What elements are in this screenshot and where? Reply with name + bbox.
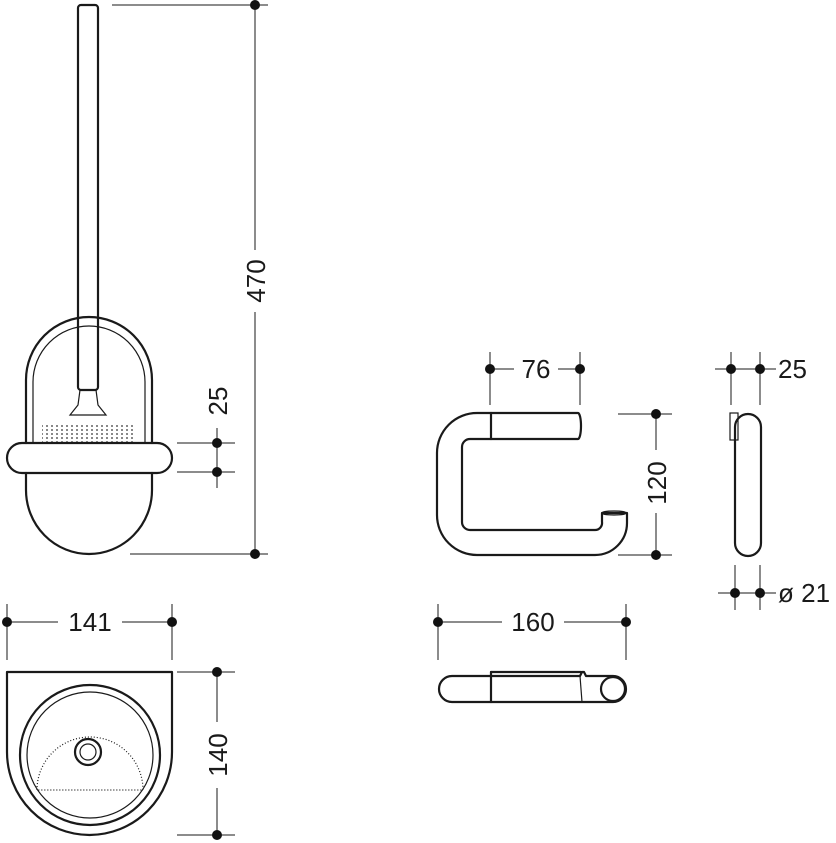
holder-dome-outer (24, 315, 154, 445)
paper-holder-top-view (437, 670, 628, 704)
dimension-160: 160 (433, 604, 631, 660)
holder-bowl (24, 471, 154, 556)
dimension-470: 470 (112, 0, 271, 559)
dimension-120: 120 (618, 409, 672, 560)
dimension-diameter-21: ø 21 (718, 565, 830, 610)
dimension-25-ring: 25 (177, 387, 235, 488)
holder-ring (5, 441, 174, 475)
holder-dome-inner (32, 325, 146, 443)
brush-holder-front-view (5, 3, 174, 556)
dimension-label-470: 470 (241, 259, 271, 302)
dimension-label-120: 120 (642, 461, 672, 504)
brush-head (68, 389, 108, 416)
brush-holder-top-view (5, 670, 174, 837)
dimension-label-diameter-21: ø 21 (778, 578, 830, 608)
dimension-76: 76 (485, 352, 585, 405)
paper-holder-side-view (729, 412, 763, 558)
dimension-25-side: 25 (715, 352, 807, 405)
dimension-label-140: 140 (203, 733, 233, 776)
dimension-label-25-side: 25 (778, 354, 807, 384)
dimension-label-141: 141 (68, 607, 111, 637)
dimension-140: 140 (177, 667, 235, 840)
brush-handle (76, 3, 100, 392)
brush-bristles (42, 425, 134, 443)
dimension-141: 141 (2, 604, 177, 660)
paper-holder-front-view (435, 411, 629, 557)
dimension-label-160: 160 (511, 607, 554, 637)
dimension-label-25-ring: 25 (203, 387, 233, 416)
dimension-label-76: 76 (522, 354, 551, 384)
